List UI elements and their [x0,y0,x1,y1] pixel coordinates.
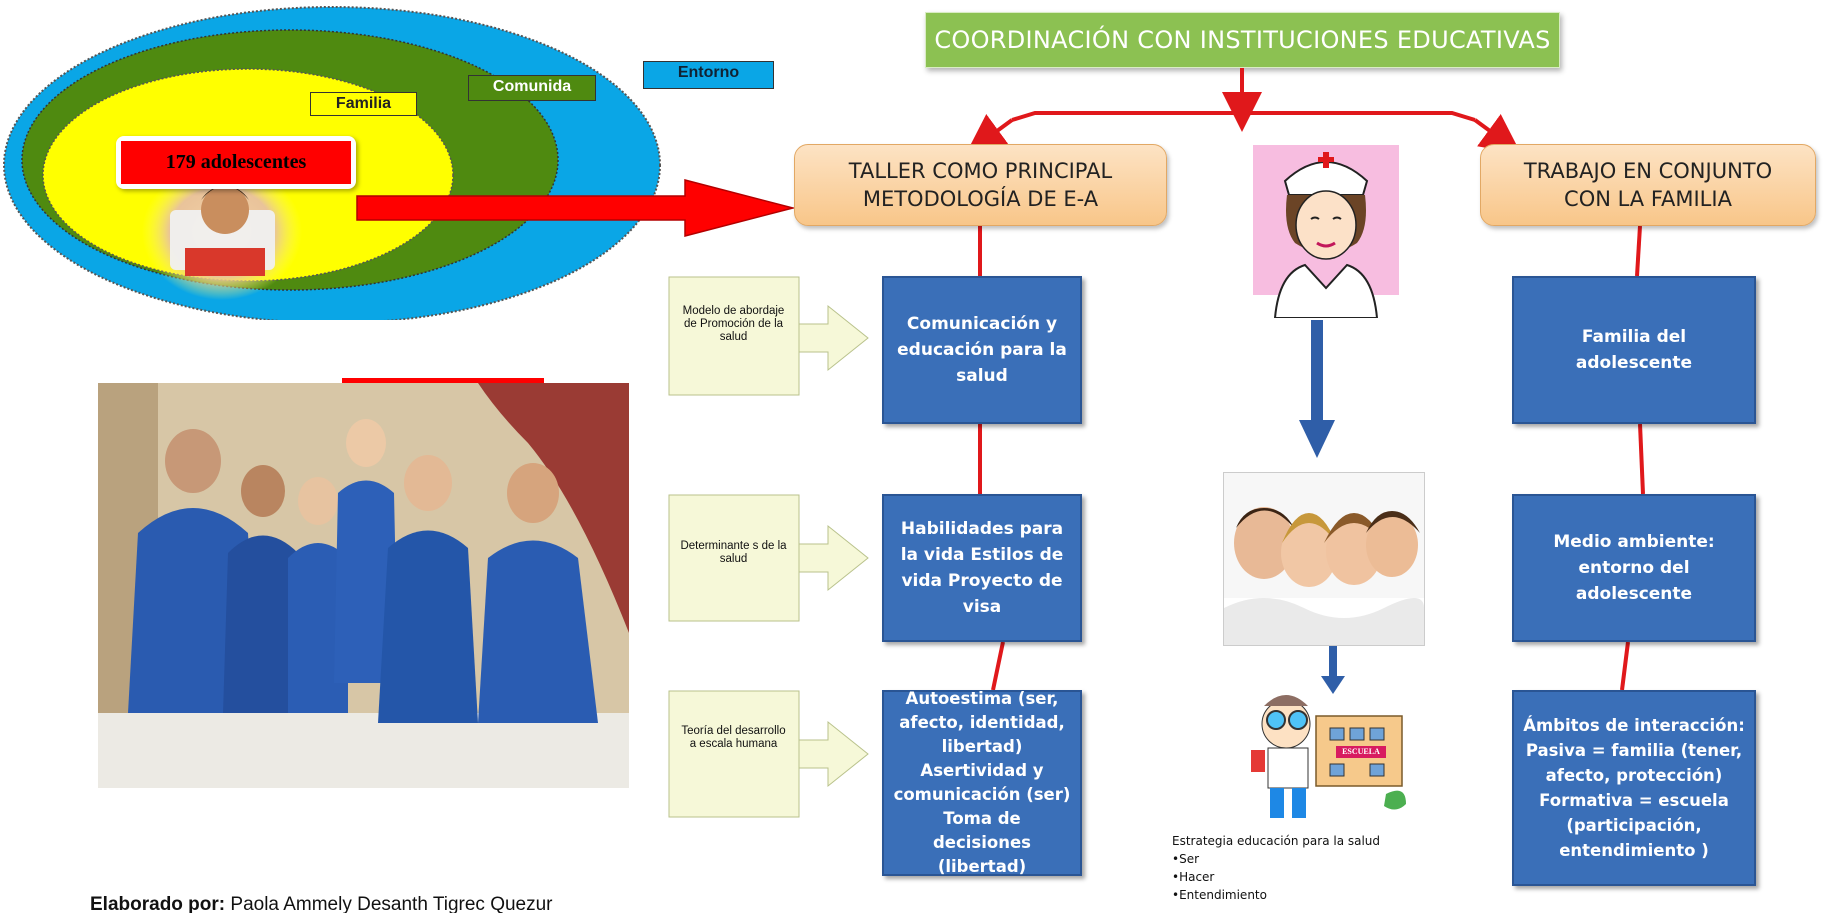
left-box-autoestima: Autoestima (ser, afecto, identidad, libe… [882,689,1082,876]
nurse-illustration [1245,143,1407,318]
adolescent-count-badge: 179 adolescentes [116,136,356,189]
familia-label: Familia [310,92,417,116]
strategy-item-ser: •Ser [1172,852,1200,866]
left-box-habilidades: Habilidades para la vida Estilos de vida… [882,494,1082,642]
strategy-item-hacer: •Hacer [1172,870,1215,884]
strategy-item-entendimiento: •Entendimiento [1172,888,1267,902]
left-box-comunicacion: Comunicación y educación para la salud [882,276,1082,424]
credit-footer-name: Paola Ammely Desanth Tigrec Quezur [225,894,553,913]
adolescent-count-label: 179 adolescentes [121,141,351,184]
side-arrow-2 [668,494,869,622]
comunidad-label: Comunida [468,75,596,101]
credit-footer: Elaborado por: Paola Ammely Desanth Tigr… [90,890,850,913]
side-label-modelo: Modelo de abordaje de Promoción de la sa… [682,305,785,343]
strategy-text: Estrategia educación para la salud •Ser … [1172,832,1472,904]
side-label-determinantes: Determinante s de la salud [680,540,787,565]
side-arrow-1 [668,276,869,396]
red-flow-arrow [356,179,795,237]
entorno-label: Entorno [643,61,774,89]
credit-footer-label: Elaborado por: [90,894,226,913]
diagram-title-text: COORDINACIÓN CON INSTITUCIONES EDUCATIVA… [934,26,1551,54]
right-box-ambitos: Ámbitos de interacción: Pasiva = familia… [1512,690,1756,886]
school-sign: ESCUELA [1342,747,1380,756]
right-box-familia: Familia del adolescente [1512,276,1756,424]
side-label-teoria: Teoría del desarrollo a escala humana [681,725,786,750]
school-illustration: ESCUELA [1246,684,1411,826]
students-group-photo [98,383,629,788]
down-arrow-large [1299,320,1335,458]
strategy-heading: Estrategia educación para la salud [1172,834,1381,848]
down-arrow-small [1321,636,1345,694]
left-branch-header: TALLER COMO PRINCIPAL METODOLOGÍA DE E-A [794,144,1167,226]
right-branch-header: TRABAJO EN CONJUNTO CON LA FAMILIA [1480,144,1816,226]
side-arrow-3 [668,690,869,818]
diagram-title: COORDINACIÓN CON INSTITUCIONES EDUCATIVA… [925,12,1560,68]
photo-red-strip [342,378,544,383]
right-box-medio-ambiente: Medio ambiente: entorno del adolescente [1512,494,1756,642]
teens-group-photo [1223,472,1425,646]
